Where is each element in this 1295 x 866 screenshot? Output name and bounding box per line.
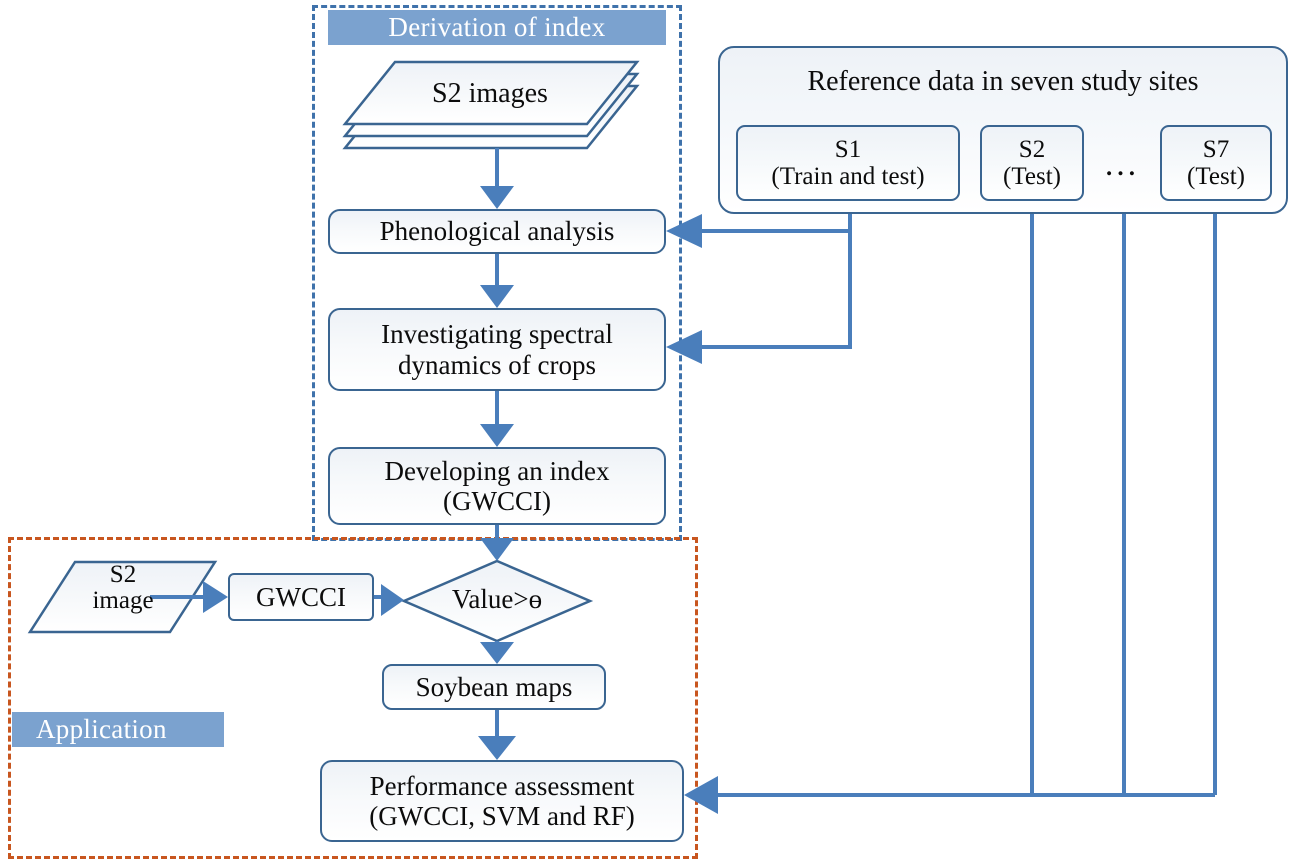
process-phenological-analysis-line1: Phenological analysis bbox=[379, 216, 615, 247]
site-box-s7[interactable]: S7 (Test) bbox=[1160, 125, 1272, 201]
arrow-decision-to-soybean bbox=[480, 641, 514, 664]
process-performance-assessment-line2: (GWCCI, SVM and RF) bbox=[369, 801, 635, 831]
site-box-s2[interactable]: S2 (Test) bbox=[980, 125, 1084, 201]
site-box-s1-role: (Train and test) bbox=[771, 163, 925, 190]
decision-value-threshold-label: Value>ө bbox=[451, 584, 543, 614]
process-soybean-maps[interactable]: Soybean maps bbox=[382, 664, 606, 710]
process-performance-assessment-line1: Performance assessment bbox=[369, 770, 635, 801]
site-box-s1[interactable]: S1 (Train and test) bbox=[736, 125, 960, 201]
arrow-s2images-to-phenological bbox=[480, 148, 514, 209]
arrow-phenological-to-spectral bbox=[480, 254, 514, 308]
site-box-s1-name: S1 bbox=[834, 135, 862, 163]
arrow-soybean-to-performance bbox=[478, 710, 516, 760]
process-developing-an-index-line2: (GWCCI) bbox=[443, 486, 551, 516]
s2-image-input-shape bbox=[27, 560, 218, 634]
s2-image-input-line1: S2 bbox=[109, 561, 137, 588]
site-box-s2-name: S2 bbox=[1018, 135, 1046, 163]
process-developing-an-index[interactable]: Developing an index (GWCCI) bbox=[328, 447, 666, 525]
s2-image-input-line2: image bbox=[92, 587, 154, 615]
s2-images-label: S2 images bbox=[432, 78, 548, 109]
process-investigating-spectral-dynamics-line1: Investigating spectral bbox=[381, 319, 613, 350]
site-box-s7-name: S7 bbox=[1202, 135, 1230, 163]
derivation-of-index-banner: Derivation of index bbox=[328, 10, 666, 45]
connector-s1-to-derivation-steps bbox=[666, 201, 852, 364]
process-developing-an-index-line1: Developing an index bbox=[384, 455, 610, 486]
arrow-spectral-to-index bbox=[480, 391, 514, 447]
process-gwcci-label: GWCCI bbox=[256, 581, 346, 612]
s2-image-input-label: S2 image bbox=[48, 561, 198, 615]
application-group bbox=[8, 537, 698, 859]
process-soybean-maps-label: Soybean maps bbox=[415, 671, 573, 702]
connector-testsites-to-performance bbox=[684, 201, 1217, 814]
arrow-index-to-decision bbox=[480, 525, 514, 561]
process-gwcci[interactable]: GWCCI bbox=[228, 573, 374, 621]
s2-images-stack-icon bbox=[342, 60, 640, 150]
process-investigating-spectral-dynamics-line2: dynamics of crops bbox=[398, 349, 596, 380]
arrow-gwcci-to-decision bbox=[374, 584, 404, 616]
process-investigating-spectral-dynamics[interactable]: Investigating spectral dynamics of crops bbox=[328, 308, 666, 391]
reference-data-title: Reference data in seven study sites bbox=[807, 66, 1199, 97]
process-phenological-analysis[interactable]: Phenological analysis bbox=[328, 209, 666, 254]
site-box-s2-role: (Test) bbox=[1003, 163, 1061, 190]
process-performance-assessment[interactable]: Performance assessment (GWCCI, SVM and R… bbox=[320, 760, 684, 842]
site-ellipsis-icon: … bbox=[1103, 146, 1141, 183]
site-box-s7-role: (Test) bbox=[1187, 163, 1245, 190]
arrow-s2input-to-gwcci bbox=[150, 581, 228, 613]
application-banner: Application bbox=[12, 712, 224, 747]
